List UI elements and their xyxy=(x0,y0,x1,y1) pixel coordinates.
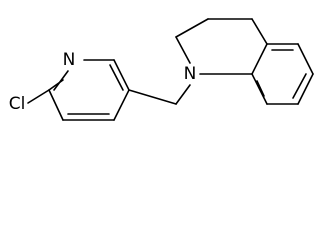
bond-c12-c13-inner xyxy=(292,73,307,99)
bond-c12-c13 xyxy=(297,73,314,105)
molecule-diagram: Cl N N xyxy=(9,18,314,121)
bond-c14-c10-inner xyxy=(256,80,265,97)
bond-c14-c10 xyxy=(251,73,268,105)
bond-n2-c6 xyxy=(175,36,191,64)
bond-c4-ch2 xyxy=(128,89,177,105)
bond-c6-c7 xyxy=(175,18,209,38)
bond-c3-c4 xyxy=(113,89,130,121)
pyridine-nitrogen-label: N xyxy=(63,50,76,70)
chlorine-label: Cl xyxy=(9,94,26,114)
bond-cl-c1 xyxy=(27,89,50,104)
bond-n1-c1-inner xyxy=(53,70,69,91)
atom-labels: Cl N N xyxy=(9,50,197,114)
chemical-structure-canvas: Cl N N xyxy=(8,18,314,121)
bond-c1-c2 xyxy=(48,89,64,121)
bond-ch2-n2 xyxy=(175,84,191,105)
bond-c11-c12 xyxy=(297,43,314,75)
bond-c8-c9 xyxy=(251,18,268,45)
amine-nitrogen-label: N xyxy=(184,64,197,84)
bond-c9-c10 xyxy=(251,43,268,75)
bond-c4-c5-inner xyxy=(109,64,124,91)
bond-c4-c5 xyxy=(113,59,130,91)
bond-network xyxy=(27,18,314,121)
